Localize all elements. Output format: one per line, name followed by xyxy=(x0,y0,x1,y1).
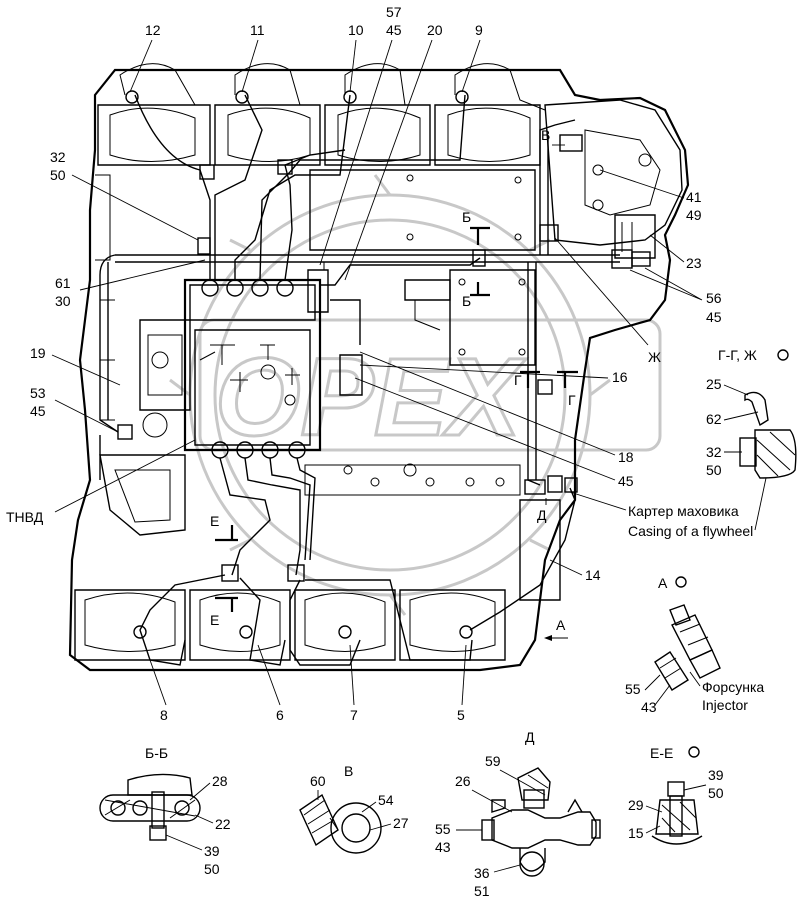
detail-d-36: 36 xyxy=(474,865,490,881)
detail-d-55: 55 xyxy=(435,821,451,837)
detail-bb-50: 50 xyxy=(204,861,220,877)
callout-18: 18 xyxy=(618,449,634,465)
detail-d-59: 59 xyxy=(485,753,501,769)
scale-circle-icon xyxy=(675,576,687,588)
callout-9: 9 xyxy=(475,22,483,38)
callout-45-mid: 45 xyxy=(618,473,634,489)
callouts: 12 11 10 57 45 20 9 32 50 41 49 23 61 30… xyxy=(6,4,722,723)
detail-d-26: 26 xyxy=(455,773,471,789)
detail-ee-50: 50 xyxy=(708,785,724,801)
detail-a-55: 55 xyxy=(625,681,641,697)
callout-32: 32 xyxy=(50,149,66,165)
fuel-lines-upper xyxy=(99,63,651,486)
callout-57: 57 xyxy=(386,4,402,20)
detail-a-43: 43 xyxy=(641,699,657,715)
mark-g-right: Г xyxy=(568,392,576,408)
scale-circle-icon xyxy=(688,746,700,758)
detail-a-title: А xyxy=(658,575,668,591)
callout-23: 23 xyxy=(686,255,702,271)
callout-tnvd: ТНВД xyxy=(6,509,44,525)
detail-bb-28: 28 xyxy=(212,773,228,789)
detail-v-27: 27 xyxy=(393,815,409,831)
mark-e-top: Е xyxy=(210,513,219,529)
detail-d: Д 59 26 55 43 36 51 xyxy=(435,729,601,899)
callout-5: 5 xyxy=(457,707,465,723)
casing-label-en: Casing of a flywheel xyxy=(628,523,753,539)
callout-30: 30 xyxy=(55,293,71,309)
mark-b-top: Б xyxy=(462,209,471,225)
detail-ee-29: 29 xyxy=(628,797,644,813)
callout-6: 6 xyxy=(276,707,284,723)
injector-label-en: Injector xyxy=(702,697,748,713)
mark-e-bottom: Е xyxy=(210,612,219,628)
watermark-text: OPEX xyxy=(215,336,526,459)
detail-ee-39: 39 xyxy=(708,767,724,783)
callout-49: 49 xyxy=(686,207,702,223)
detail-gzh-32: 32 xyxy=(706,444,722,460)
callout-11: 11 xyxy=(250,22,265,38)
mark-b-bottom: Б xyxy=(462,293,471,309)
callout-7: 7 xyxy=(350,707,358,723)
callout-50-left: 50 xyxy=(50,167,66,183)
injector-label-ru: Форсунка xyxy=(702,679,764,695)
detail-b-b: Б-Б 28 22 39 50 xyxy=(99,745,231,877)
callout-20: 20 xyxy=(427,22,443,38)
detail-d-43: 43 xyxy=(435,839,451,855)
callout-45-top: 45 xyxy=(386,22,402,38)
mark-zh: Ж xyxy=(648,349,661,365)
detail-gzh-50: 50 xyxy=(706,462,722,478)
detail-gzh-25: 25 xyxy=(706,376,722,392)
callout-45-right: 45 xyxy=(706,309,722,325)
detail-bb-title: Б-Б xyxy=(145,745,168,761)
callout-56: 56 xyxy=(706,290,722,306)
detail-bb-22: 22 xyxy=(215,816,231,832)
mark-a: А xyxy=(556,617,566,633)
mark-g-left: Г xyxy=(514,372,522,388)
detail-v: В 60 54 27 xyxy=(299,763,409,854)
callout-61: 61 xyxy=(55,275,71,291)
fuel-pump-tnvd xyxy=(139,261,451,459)
detail-d-51: 51 xyxy=(474,883,490,899)
callout-10: 10 xyxy=(348,22,364,38)
detail-v-54: 54 xyxy=(378,792,394,808)
callout-41: 41 xyxy=(686,189,702,205)
callout-12: 12 xyxy=(145,22,161,38)
callout-45-left: 45 xyxy=(30,403,46,419)
section-marks: Б Б В Г Г Д Е Е А Ж xyxy=(210,127,661,641)
watermark: OPEX xyxy=(169,174,662,616)
casing-label-ru: Картер маховика xyxy=(628,503,739,519)
detail-v-60: 60 xyxy=(310,773,326,789)
callout-8: 8 xyxy=(160,707,168,723)
detail-bb-39: 39 xyxy=(204,843,220,859)
detail-ee-title: Е-Е xyxy=(650,745,673,761)
fuel-lines-lower xyxy=(99,435,578,666)
detail-ee-15: 15 xyxy=(628,825,644,841)
detail-v-title: В xyxy=(344,763,353,779)
detail-g-g-zh: Г-Г, Ж 25 62 32 50 Картер маховика Casin… xyxy=(569,347,797,539)
detail-e-e: Е-Е 39 50 29 15 xyxy=(628,745,724,845)
mark-d: Д xyxy=(537,507,547,523)
detail-gzh-title: Г-Г, Ж xyxy=(718,347,757,363)
callout-19: 19 xyxy=(30,345,46,361)
callout-14: 14 xyxy=(585,567,601,583)
detail-d-title: Д xyxy=(525,729,535,745)
callout-53: 53 xyxy=(30,385,46,401)
callout-16: 16 xyxy=(612,369,628,385)
detail-gzh-62: 62 xyxy=(706,411,722,427)
detail-a: А 55 43 Форсунка Injector xyxy=(625,575,764,715)
mark-v: В xyxy=(541,127,550,143)
scale-circle-icon xyxy=(777,349,789,361)
